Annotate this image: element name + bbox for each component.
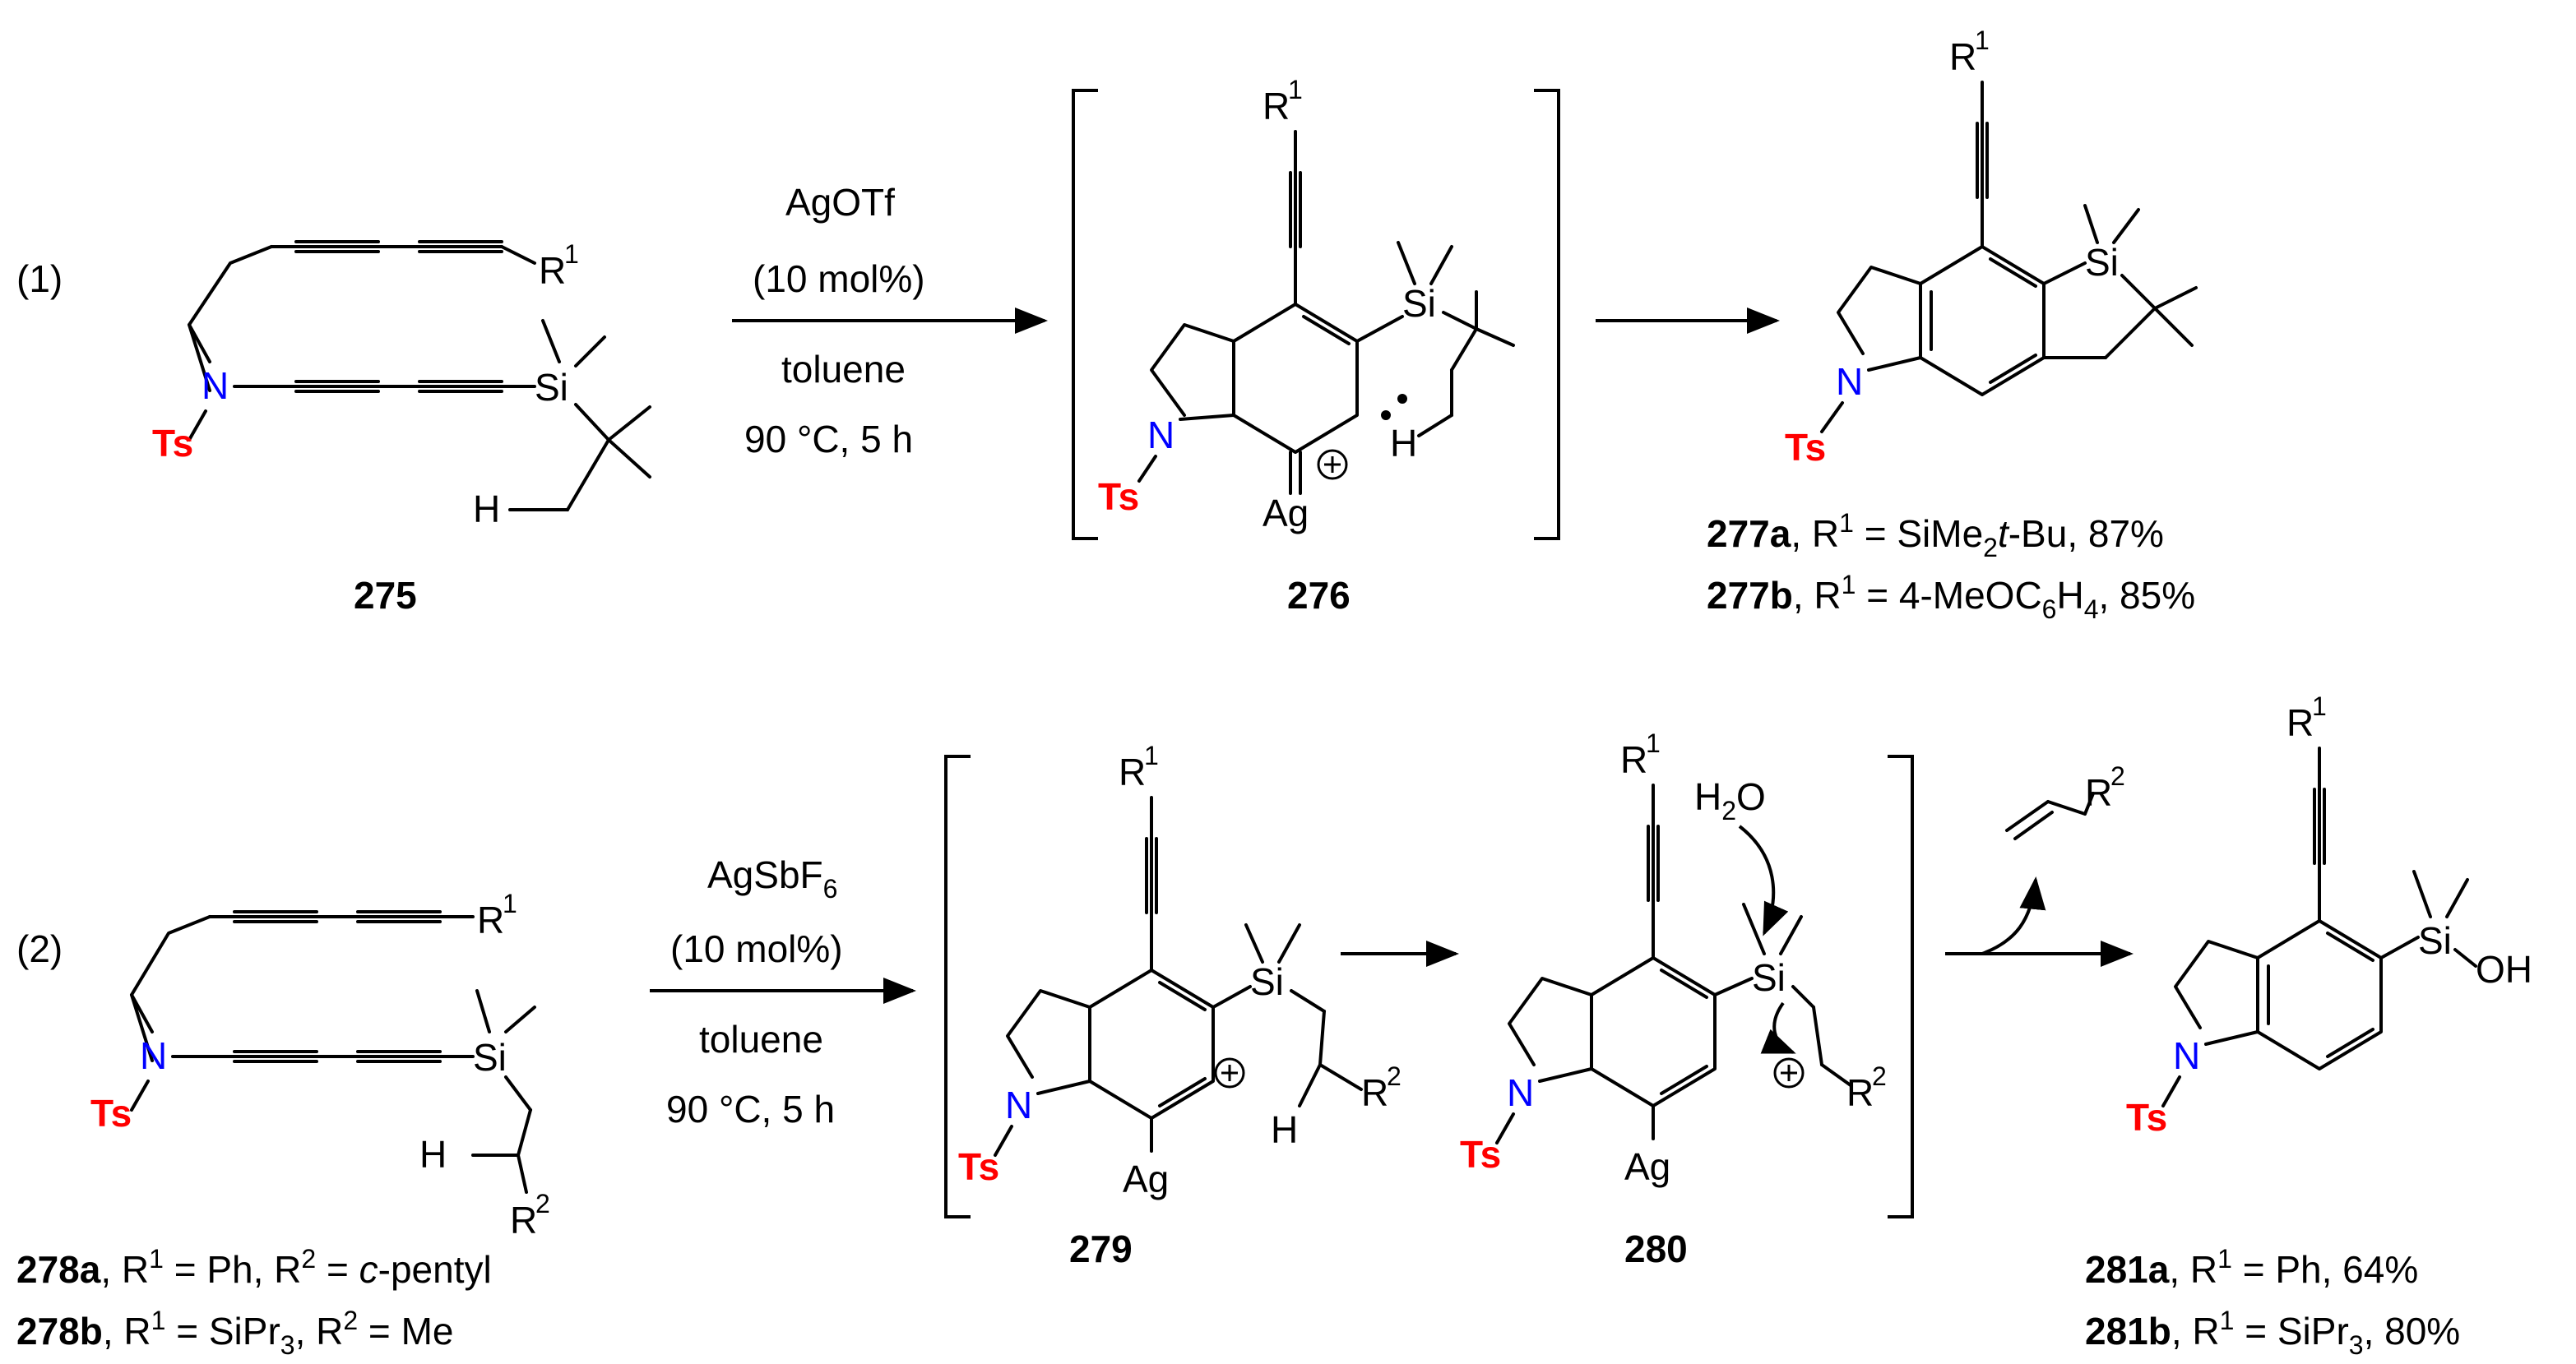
svg-text:Ag: Ag bbox=[1624, 1145, 1670, 1188]
svg-text:R: R bbox=[1620, 738, 1647, 781]
svg-text:Ag: Ag bbox=[1123, 1158, 1169, 1200]
step-label-2: (2) bbox=[16, 927, 63, 970]
reagent-1: AgOTf bbox=[785, 181, 895, 224]
svg-text:H: H bbox=[1390, 422, 1417, 465]
svg-text:1: 1 bbox=[1288, 75, 1303, 104]
svg-text:1: 1 bbox=[1144, 741, 1159, 770]
svg-text:R: R bbox=[1846, 1071, 1874, 1114]
svg-text:R: R bbox=[2085, 771, 2112, 814]
bracket-left-279 bbox=[944, 755, 971, 1218]
compound-276: R 1 N Ts Ag Si H 276 bbox=[1098, 75, 1515, 617]
svg-text:N: N bbox=[1836, 360, 1863, 403]
svg-text:Si: Si bbox=[1402, 282, 1436, 325]
water-label: H2O bbox=[1694, 775, 1766, 825]
compound-280: R 1 N Ts Ag Si R 2 H2O 280 bbox=[1460, 728, 1887, 1270]
svg-text:R: R bbox=[1949, 35, 1976, 78]
step-label-1: (1) bbox=[16, 257, 63, 300]
svg-text:1: 1 bbox=[503, 889, 517, 918]
n-atom: N bbox=[202, 364, 229, 407]
compound-278: R 1 N Ts Si H R 2 bbox=[90, 889, 550, 1241]
svg-text:N: N bbox=[1147, 414, 1174, 456]
alkene-byproduct: R 2 bbox=[2005, 761, 2125, 840]
svg-text:H: H bbox=[419, 1133, 447, 1176]
svg-text:Ts: Ts bbox=[90, 1092, 132, 1135]
svg-text:N: N bbox=[1005, 1084, 1032, 1126]
bracket-left-276 bbox=[1072, 89, 1098, 540]
loading-2: (10 mol%) bbox=[670, 927, 843, 970]
solvent-1: toluene bbox=[781, 348, 906, 391]
compound-id-280: 280 bbox=[1624, 1228, 1688, 1270]
svg-text:Ts: Ts bbox=[958, 1145, 999, 1188]
compound-id-279: 279 bbox=[1069, 1228, 1133, 1270]
svg-text:R: R bbox=[510, 1199, 537, 1241]
svg-text:R: R bbox=[1119, 751, 1146, 793]
label-281a: 281a, R1 = Ph, 64% bbox=[2085, 1244, 2418, 1291]
conditions-1: 90 °C, 5 h bbox=[744, 418, 913, 460]
svg-text:Ts: Ts bbox=[1785, 426, 1826, 469]
reagent-2: AgSbF6 bbox=[707, 853, 837, 904]
svg-text:Si: Si bbox=[1250, 960, 1284, 1003]
si-atom: Si bbox=[535, 366, 568, 409]
svg-text:Si: Si bbox=[473, 1036, 507, 1079]
svg-text:1: 1 bbox=[2312, 691, 2327, 721]
svg-text:OH: OH bbox=[2476, 948, 2532, 991]
solvent-2: toluene bbox=[699, 1018, 823, 1061]
svg-text:R: R bbox=[1263, 85, 1290, 127]
loading-1: (10 mol%) bbox=[753, 257, 925, 300]
bracket-right-280 bbox=[1888, 755, 1914, 1218]
compound-id-276: 276 bbox=[1287, 574, 1351, 617]
svg-text:1: 1 bbox=[1646, 728, 1661, 758]
label-277a: 277a, R1 = SiMe2t-Bu, 87% bbox=[1707, 508, 2164, 562]
svg-text:H: H bbox=[473, 488, 500, 530]
compound-275: R 1 N Ts Si H 275 bbox=[152, 239, 651, 617]
compound-279: R 1 N Ts Ag Si H R 2 279 bbox=[958, 741, 1402, 1270]
svg-text:Si: Si bbox=[2418, 919, 2452, 962]
svg-text:R: R bbox=[477, 899, 504, 941]
svg-text:H: H bbox=[1271, 1108, 1298, 1151]
svg-text:2: 2 bbox=[2110, 761, 2125, 791]
svg-text:N: N bbox=[140, 1034, 167, 1077]
label-278a: 278a, R1 = Ph, R2 = c-pentyl bbox=[16, 1244, 492, 1291]
label-277b: 277b, R1 = 4-MeOC6H4, 85% bbox=[1707, 570, 2195, 624]
svg-text:Si: Si bbox=[2085, 241, 2119, 284]
r1-label: R bbox=[539, 249, 566, 292]
svg-text:Si: Si bbox=[1752, 956, 1786, 999]
compound-277: R 1 N Ts Si bbox=[1785, 25, 2198, 469]
svg-text:R: R bbox=[2286, 701, 2314, 744]
svg-text:2: 2 bbox=[1872, 1061, 1887, 1091]
compound-281: R 1 N Ts Si OH bbox=[2126, 691, 2532, 1139]
svg-text:R: R bbox=[1361, 1071, 1388, 1114]
label-281b: 281b, R1 = SiPr3, 80% bbox=[2085, 1306, 2460, 1360]
svg-text:N: N bbox=[2173, 1034, 2200, 1077]
svg-text:1: 1 bbox=[564, 239, 579, 269]
svg-text:Ag: Ag bbox=[1263, 492, 1309, 534]
svg-text:Ts: Ts bbox=[2126, 1096, 2167, 1139]
compound-id-275: 275 bbox=[354, 574, 417, 617]
svg-text:Ts: Ts bbox=[1460, 1133, 1501, 1176]
conditions-2: 90 °C, 5 h bbox=[666, 1088, 835, 1131]
svg-text:N: N bbox=[1507, 1071, 1534, 1114]
svg-text:2: 2 bbox=[1387, 1061, 1402, 1091]
svg-text:Ts: Ts bbox=[1098, 475, 1139, 518]
svg-text:2: 2 bbox=[535, 1189, 550, 1218]
bracket-right-276 bbox=[1534, 89, 1560, 540]
svg-text:1: 1 bbox=[1975, 25, 1990, 55]
ts-label: Ts bbox=[152, 422, 193, 465]
label-278b: 278b, R1 = SiPr3, R2 = Me bbox=[16, 1306, 453, 1360]
